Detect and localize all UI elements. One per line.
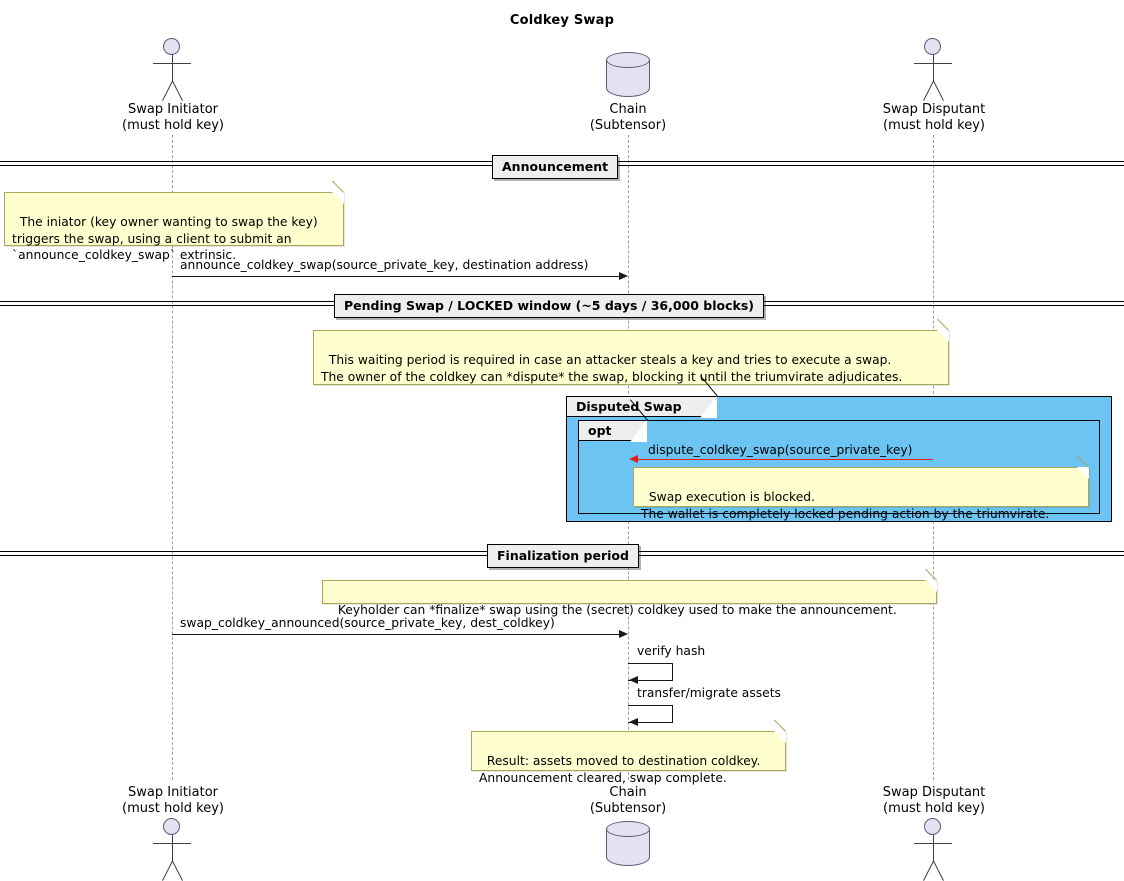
database-cylinder-icon bbox=[606, 52, 650, 97]
note-text: Result: assets moved to destination cold… bbox=[479, 754, 761, 785]
actor-body-icon bbox=[933, 55, 934, 81]
participant-line2: (must hold key) bbox=[122, 801, 224, 816]
message-arrowhead-verify-hash bbox=[629, 676, 638, 684]
group-tab-label: Disputed Swap bbox=[576, 399, 682, 414]
actor-arms-icon bbox=[153, 843, 191, 844]
note-result: Result: assets moved to destination cold… bbox=[471, 719, 786, 785]
actor-leg-right-icon bbox=[933, 860, 944, 881]
message-arrowhead-transfer-assets bbox=[629, 718, 638, 726]
actor-head-icon bbox=[163, 818, 180, 835]
message-line-announce bbox=[172, 276, 620, 277]
divider-label-finalization: Finalization period bbox=[487, 544, 639, 568]
participant-disputant-top[interactable]: Swap Disputant (must hold key) bbox=[883, 38, 985, 138]
note-fold-line bbox=[936, 318, 949, 331]
actor-arms-icon bbox=[914, 843, 952, 844]
note-keyholder: Keyholder can *finalize* swap using the … bbox=[322, 568, 937, 617]
message-line-swap-announced bbox=[172, 634, 620, 635]
message-selfloop-verify-hash bbox=[628, 663, 673, 681]
participant-name-disputant: Swap Disputant (must hold key) bbox=[869, 102, 999, 134]
participant-name-initiator-bottom: Swap Initiator (must hold key) bbox=[108, 785, 238, 817]
message-label-verify-hash: verify hash bbox=[637, 644, 706, 658]
note-fold-edge bbox=[1077, 467, 1089, 479]
divider-label-pending: Pending Swap / LOCKED window (~5 days / … bbox=[334, 294, 764, 318]
participant-line2: (must hold key) bbox=[122, 118, 224, 133]
actor-body-icon bbox=[172, 835, 173, 861]
actor-leg-left-icon bbox=[162, 80, 173, 101]
actor-leg-right-icon bbox=[933, 80, 944, 101]
note-fold-edge bbox=[774, 731, 786, 743]
participant-line2: (must hold key) bbox=[883, 801, 985, 816]
message-arrowhead-dispute bbox=[629, 455, 638, 463]
participant-line1: Swap Initiator bbox=[128, 785, 218, 800]
note-text: This waiting period is required in case … bbox=[321, 353, 903, 384]
participant-name-initiator: Swap Initiator (must hold key) bbox=[108, 102, 238, 134]
note-fold-edge bbox=[925, 580, 937, 592]
note-text: The iniator (key owner wanting to swap t… bbox=[12, 215, 318, 263]
actor-head-icon bbox=[924, 818, 941, 835]
participant-chain-bottom[interactable]: Chain (Subtensor) bbox=[585, 785, 675, 875]
participant-line1: Swap Disputant bbox=[882, 785, 986, 800]
actor-leg-left-icon bbox=[162, 860, 173, 881]
note-fold-line bbox=[331, 180, 344, 193]
actor-leg-right-icon bbox=[172, 860, 183, 881]
actor-leg-left-icon bbox=[923, 860, 934, 881]
actor-leg-right-icon bbox=[172, 80, 183, 101]
actor-body-icon bbox=[933, 835, 934, 861]
message-selfloop-transfer-assets bbox=[628, 705, 673, 723]
note-blocked: Swap execution is blocked. The wallet is… bbox=[633, 455, 1089, 521]
participant-name-chain-bottom: Chain (Subtensor) bbox=[563, 785, 693, 817]
participant-line2: (Subtensor) bbox=[589, 118, 667, 133]
participant-line1: Swap Disputant bbox=[882, 102, 986, 117]
note-fold-line bbox=[773, 719, 786, 732]
group-tab-disputed-swap: Disputed Swap bbox=[567, 375, 718, 417]
note-text: Keyholder can *finalize* swap using the … bbox=[337, 603, 897, 618]
actor-arms-icon bbox=[914, 63, 952, 64]
actor-body-icon bbox=[172, 55, 173, 81]
note-fold-line bbox=[924, 568, 937, 581]
lifeline-initiator bbox=[172, 135, 173, 780]
message-label-announce: announce_coldkey_swap(source_private_key… bbox=[180, 258, 589, 272]
database-cylinder-icon bbox=[606, 821, 650, 866]
actor-head-icon bbox=[163, 38, 180, 55]
participant-line1: Swap Initiator bbox=[128, 102, 218, 117]
actor-leg-left-icon bbox=[923, 80, 934, 101]
participant-name-chain: Chain (Subtensor) bbox=[563, 102, 693, 134]
message-arrowhead-swap-announced bbox=[619, 630, 628, 638]
participant-initiator-bottom[interactable]: Swap Initiator (must hold key) bbox=[122, 785, 224, 881]
group-tab-opt: opt bbox=[579, 399, 648, 441]
group-tab-label: opt bbox=[588, 423, 612, 438]
participant-disputant-bottom[interactable]: Swap Disputant (must hold key) bbox=[883, 785, 985, 881]
participant-initiator-top[interactable]: Swap Initiator (must hold key) bbox=[122, 38, 224, 138]
participant-line1: Chain bbox=[609, 102, 647, 117]
participant-chain-top[interactable]: Chain (Subtensor) bbox=[585, 52, 675, 140]
message-label-swap-announced: swap_coldkey_announced(source_private_ke… bbox=[180, 616, 555, 630]
message-label-transfer-assets: transfer/migrate assets bbox=[637, 686, 781, 700]
note-initiator: The iniator (key owner wanting to swap t… bbox=[4, 180, 344, 262]
note-fold-edge bbox=[937, 330, 949, 342]
note-waiting: This waiting period is required in case … bbox=[313, 318, 949, 385]
message-line-dispute bbox=[637, 459, 933, 460]
page-title: Coldkey Swap bbox=[509, 13, 615, 28]
participant-name-disputant-bottom: Swap Disputant (must hold key) bbox=[869, 785, 999, 817]
actor-arms-icon bbox=[153, 63, 191, 64]
actor-head-icon bbox=[924, 38, 941, 55]
divider-label-announcement: Announcement bbox=[492, 155, 619, 179]
note-fold-edge bbox=[332, 192, 344, 204]
message-arrowhead-announce bbox=[619, 272, 628, 280]
note-text: Swap execution is blocked. The wallet is… bbox=[641, 490, 1050, 521]
message-label-dispute: dispute_coldkey_swap(source_private_key) bbox=[648, 443, 913, 457]
participant-line2: (must hold key) bbox=[883, 118, 985, 133]
participant-line2: (Subtensor) bbox=[589, 801, 667, 816]
participant-line1: Chain bbox=[609, 785, 647, 800]
